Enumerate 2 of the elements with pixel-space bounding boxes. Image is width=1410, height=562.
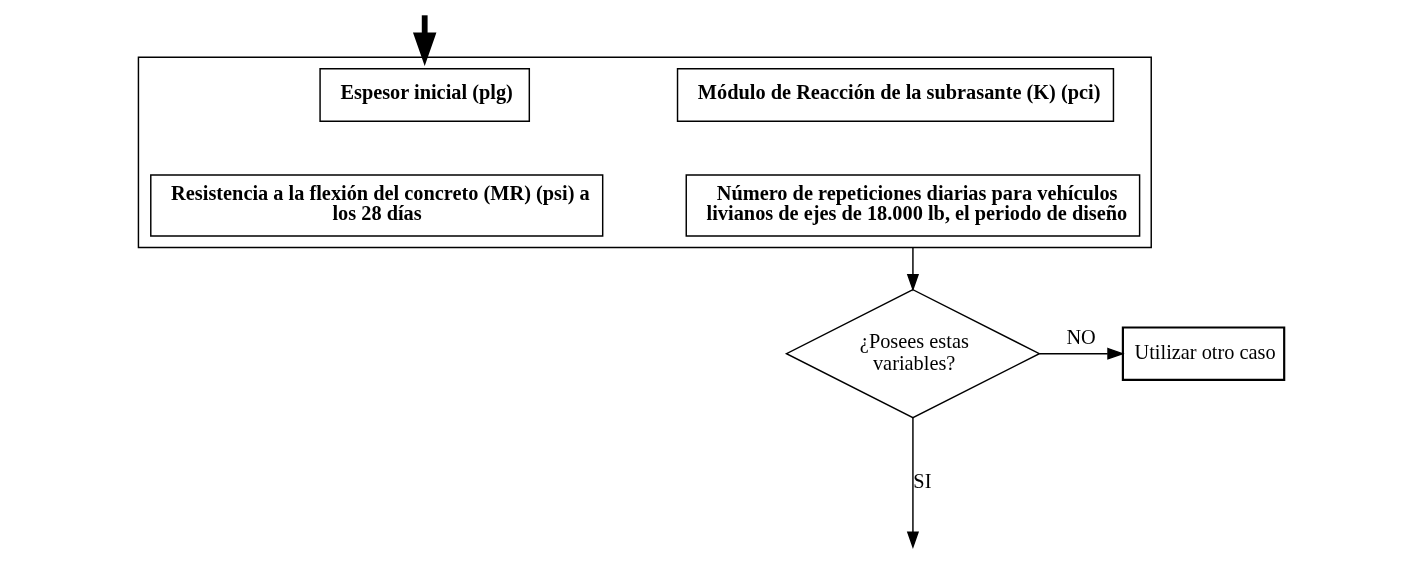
- edge-label: SI: [912, 469, 931, 492]
- edge-label: NO: [1065, 325, 1096, 348]
